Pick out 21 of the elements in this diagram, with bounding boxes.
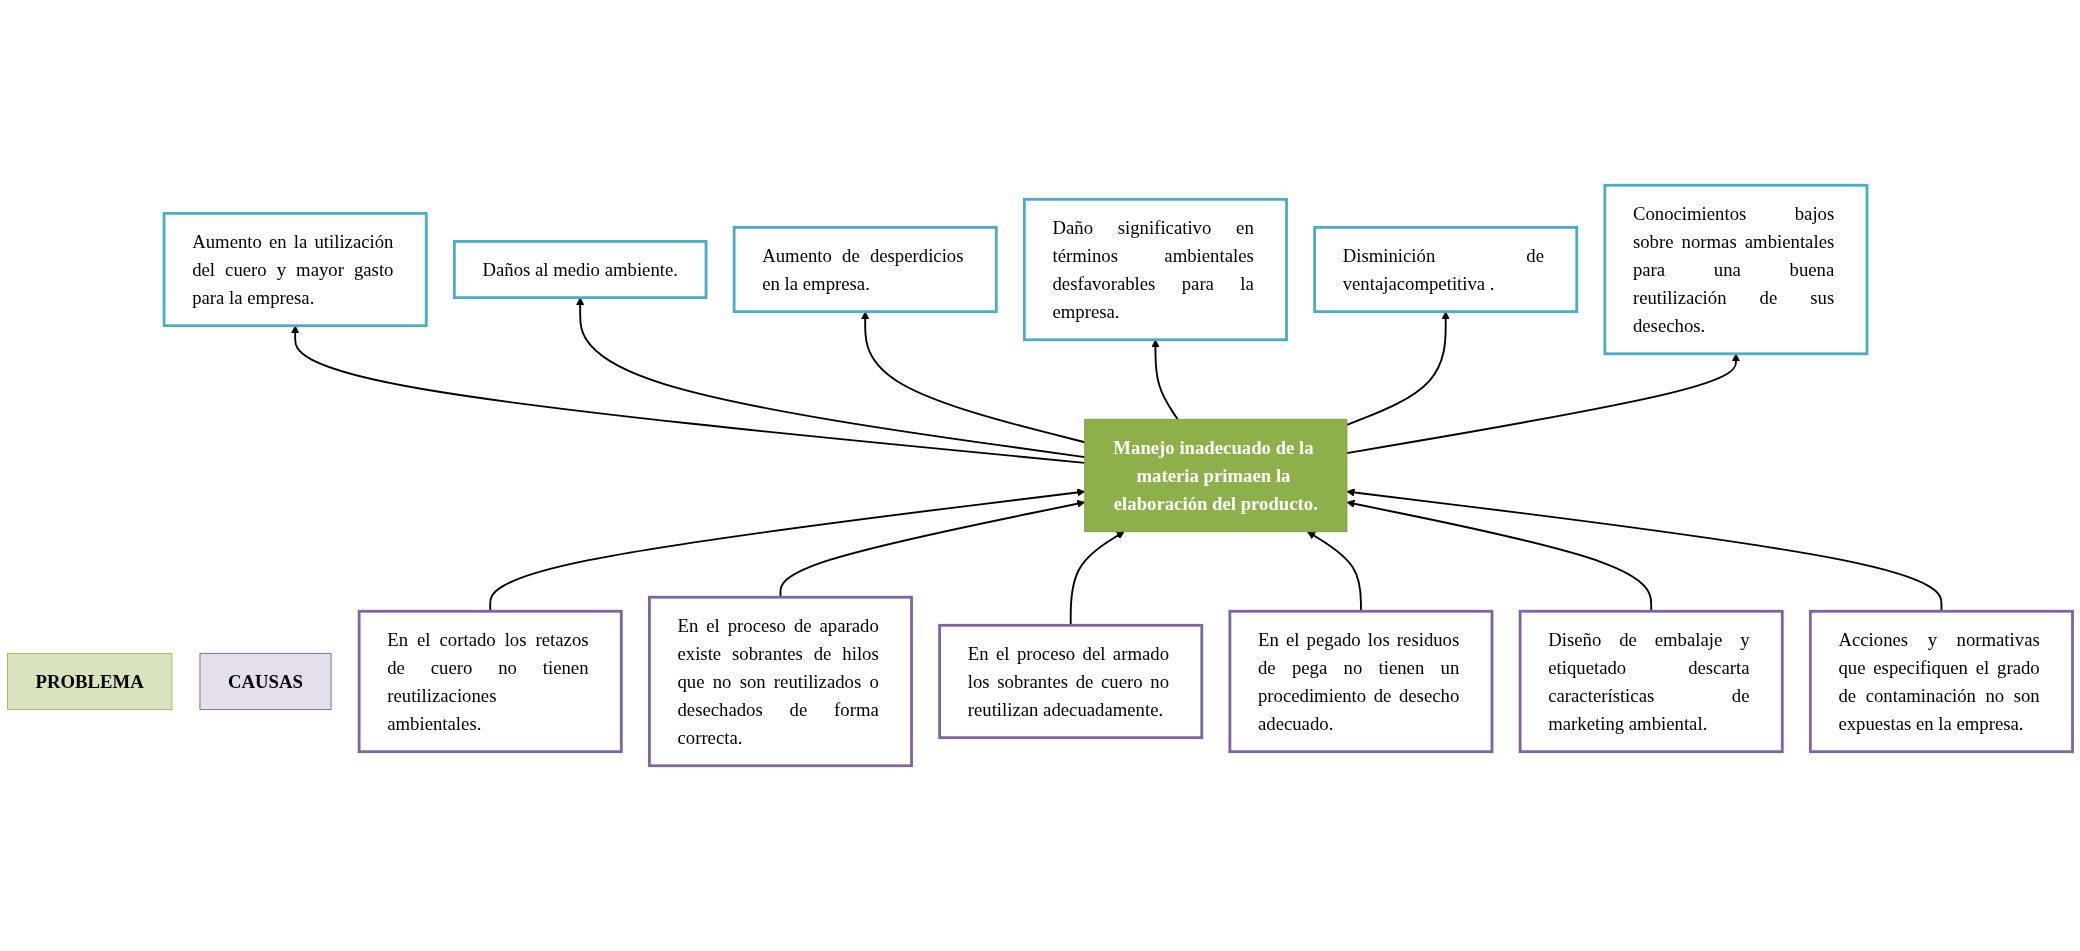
- node-box: En el cortado los retazos de cuero no tienen reutilizaciones ambientales.: [357, 609, 623, 754]
- node-box: Diseño de embalaje y etiquetado descarta características de marketing ambiental.: [1518, 609, 1784, 754]
- node-box: Daños al medio ambiente.: [452, 240, 708, 299]
- node-box: Aumento en la utilización del cuero y mayor gasto para la empresa.: [162, 211, 428, 328]
- node-box: Disminición de ventajacompetitiva .: [1313, 226, 1579, 314]
- node-box: CAUSAS: [199, 652, 332, 711]
- node-box: En el pegado los residuos de pega no tienen un procedimiento de desecho adecuado.: [1228, 609, 1494, 754]
- arrow: [861, 311, 1086, 444]
- arrow: [1345, 311, 1450, 426]
- arrow: [576, 297, 1086, 459]
- node-box: Manejo inadecuado de la materia primaen la elaboración del producto.: [1084, 418, 1348, 533]
- node-box: Aumento de desperdicios en la empresa.: [732, 226, 998, 314]
- node-box: Daño significativo en términos ambientales desfavorables para la empresa.: [1022, 197, 1288, 342]
- arrow: [1151, 339, 1179, 421]
- arrow: [1345, 353, 1741, 454]
- arrow: [291, 325, 1086, 464]
- node-box: En el proceso de aparado existe sobrantes de hilos que no son reutilizados o desechados de forma correcta.: [648, 595, 913, 768]
- node-box: Acciones y normativas que especifiquen el grado de contaminación no son expuestas en la empresa.: [1808, 609, 2074, 754]
- node-box: En el proceso del armado los sobrantes de cuero no reutilizan adecuadamente.: [938, 623, 1204, 740]
- node-box: PROBLEMA: [7, 652, 173, 711]
- node-box: Conocimientos bajos sobre normas ambientales para una buena reutilización de sus desechos.: [1603, 183, 1869, 356]
